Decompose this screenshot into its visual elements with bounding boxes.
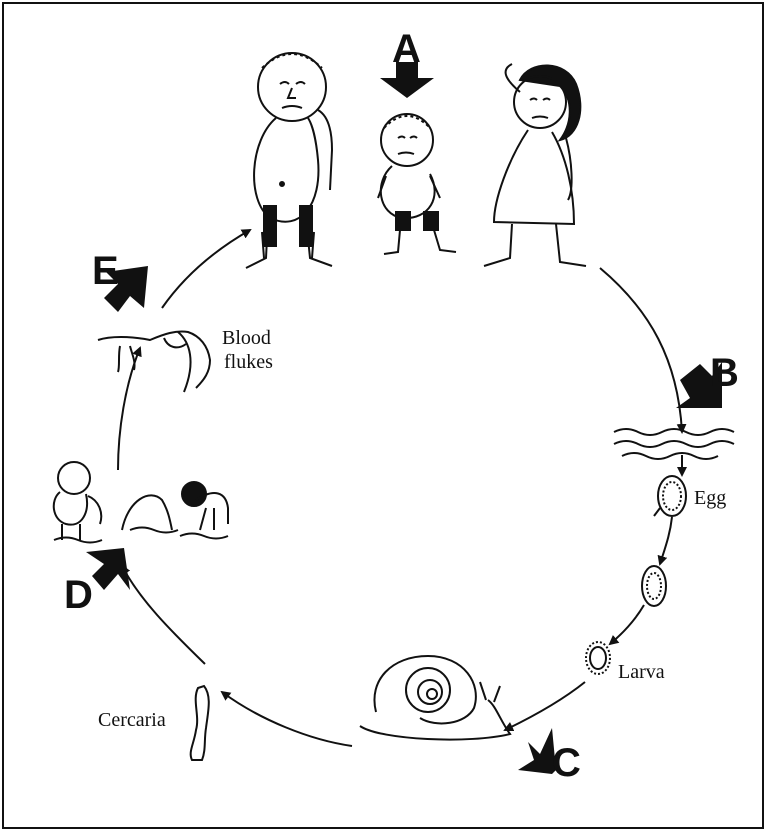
cercaria-label: Cercaria xyxy=(98,709,166,731)
man-illustration xyxy=(245,52,334,269)
arrow-cercaria-to-waders xyxy=(121,564,206,665)
egg-label: Egg xyxy=(694,487,726,509)
arrow-fluke-to-humans xyxy=(161,229,252,309)
arrow-egg-to-egg2 xyxy=(657,516,673,566)
wading-people-illustration xyxy=(52,461,229,544)
arrow-snail-to-cercaria xyxy=(220,690,353,747)
cercaria-icon xyxy=(189,684,210,761)
block-arrow-e-icon xyxy=(104,266,148,312)
woman-illustration xyxy=(483,63,587,267)
boy-head xyxy=(380,113,434,167)
larva-label: Larva xyxy=(618,661,665,683)
stage-markers xyxy=(86,62,722,774)
step-letter-a: A xyxy=(392,27,421,71)
step-letter-b: B xyxy=(710,351,739,395)
step-letter-c: C xyxy=(552,741,581,785)
blood-flukes-label-line2: flukes xyxy=(224,351,273,373)
blood-flukes-icon xyxy=(97,330,212,393)
step-letter-e: E xyxy=(92,249,119,293)
block-arrow-b-icon xyxy=(676,362,722,408)
man-head xyxy=(257,52,327,122)
woman-head xyxy=(513,75,567,129)
woman-hair xyxy=(518,64,582,142)
block-arrow-a-icon xyxy=(380,62,434,98)
larva-icon xyxy=(585,641,611,675)
arrow-woman-to-water xyxy=(599,267,687,434)
arrow-egg2-to-larva xyxy=(608,604,645,646)
blood-flukes-label-line1: Blood xyxy=(222,327,271,349)
block-arrow-c-icon xyxy=(518,728,556,774)
arrow-larva-to-snail xyxy=(503,681,586,732)
snail-icon xyxy=(359,654,512,741)
arrow-waders-to-fluke xyxy=(117,346,142,471)
egg-icon xyxy=(653,475,687,517)
block-arrow-d-icon xyxy=(86,548,130,590)
water-waves-icon xyxy=(613,428,735,460)
boy-illustration xyxy=(377,113,457,255)
hatching-egg-icon xyxy=(641,565,667,607)
step-letter-d: D xyxy=(64,573,93,617)
